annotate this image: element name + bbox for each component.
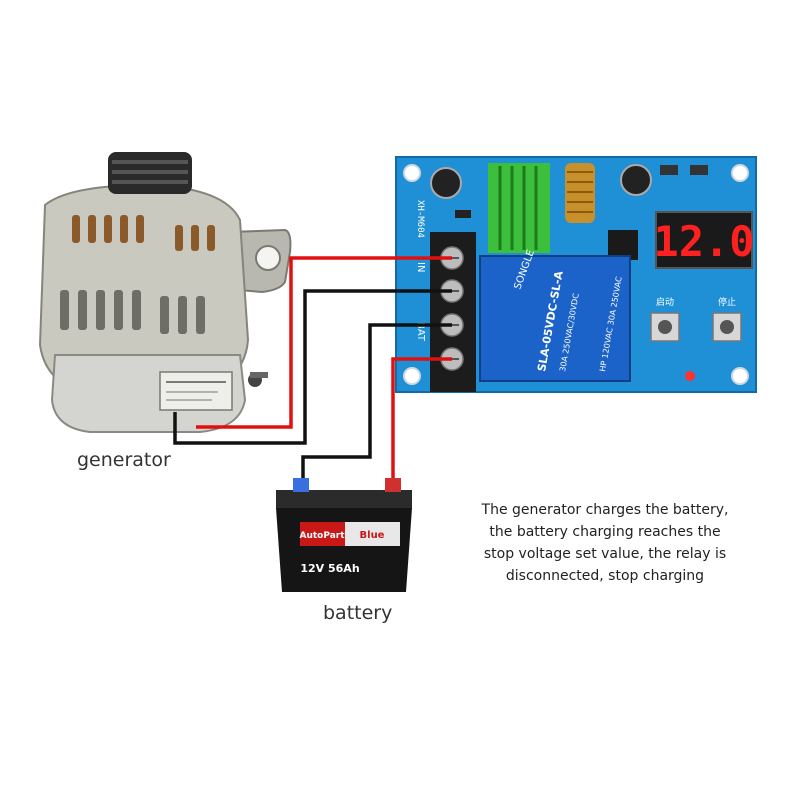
terminal-in-label: IN bbox=[415, 262, 426, 272]
voltage-display: 12.0 bbox=[653, 217, 754, 266]
stop-button: 停止 bbox=[712, 296, 742, 342]
battery-brand: AutoPart bbox=[299, 531, 345, 541]
start-button-label: 启动 bbox=[656, 296, 674, 308]
charge-controller-board: XH-M604 12.0 SONGLE SLA-05VDC-SL-A 30A 2… bbox=[395, 156, 757, 393]
battery-line: Blue bbox=[360, 530, 385, 541]
battery-icon: AutoPart Blue 12V 56Ah bbox=[276, 478, 412, 592]
battery-label: battery bbox=[323, 602, 393, 624]
description-line: The generator charges the battery, bbox=[481, 502, 729, 518]
wiring bbox=[173, 256, 452, 482]
wire-battery-negative bbox=[301, 323, 452, 482]
wire-generator-negative bbox=[173, 289, 452, 445]
terminal-block bbox=[430, 232, 476, 392]
relay-icon: SONGLE SLA-05VDC-SL-A 30A 250VAC/30VDC H… bbox=[479, 248, 631, 382]
stop-button-label: 停止 bbox=[718, 296, 736, 308]
generator-label: generator bbox=[77, 449, 171, 471]
description-line: the battery charging reaches the bbox=[489, 524, 721, 540]
display-icon: 12.0 bbox=[653, 211, 755, 269]
battery-spec: 12V 56Ah bbox=[300, 562, 359, 575]
board-model-label: XH-M604 bbox=[415, 200, 425, 238]
description-text: The generator charges the battery, the b… bbox=[470, 499, 740, 587]
description-line: stop voltage set value, the relay is bbox=[483, 546, 727, 562]
wire-generator-positive bbox=[196, 256, 452, 429]
generator-icon bbox=[38, 152, 292, 433]
wire-battery-positive bbox=[391, 357, 452, 482]
terminal-bat-label: BAT bbox=[415, 322, 426, 342]
description-line: disconnected, stop charging bbox=[505, 568, 705, 584]
start-button: 启动 bbox=[650, 296, 680, 342]
